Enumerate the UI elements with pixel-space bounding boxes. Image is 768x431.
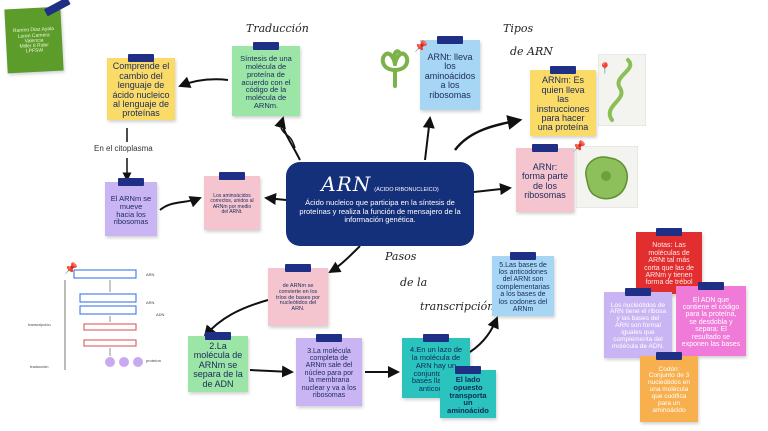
note-tape: [316, 334, 342, 342]
label-tipos: Tipos: [503, 22, 534, 35]
note-arnm-mueve-text: El ARNm se mueve hacia los ribosomas: [110, 193, 152, 227]
mrna-strand-icon: [598, 54, 646, 126]
pushpin-icon: 📌: [64, 263, 78, 275]
diagram-label-proteina: proteína: [146, 358, 161, 363]
note-arnr-text: ARNr: forma parte de los ribosomas: [521, 161, 569, 200]
note-arnm-text: ARNm: Es quien lleva las instrucciones p…: [536, 75, 590, 133]
arrow-arnm-to-aminoacidos: [159, 196, 202, 211]
diagram-label-adn: ADN: [156, 312, 165, 317]
note-sintesis-text: Síntesis de una molécula de proteína de …: [240, 53, 292, 111]
note-notas: Notas: Las moléculas de ARNt tal más cor…: [636, 228, 702, 294]
note-tape: [423, 334, 449, 342]
label-pasos: Pasos: [385, 250, 417, 263]
diagram-label-traduccion: traducción: [30, 364, 49, 369]
note-tape: [285, 264, 311, 272]
note-tape: [656, 228, 682, 236]
pushpin-icon: 📍: [598, 63, 612, 75]
diagram-label-transcripcion: transcripción: [28, 322, 51, 327]
label-traduccion: Traducción: [246, 22, 309, 35]
note-tape: [219, 172, 245, 180]
note-paso3-text: 3.La molécula completa de ARNm sale del …: [301, 347, 357, 399]
note-aminoacidos: Los aminoácidos correctos, unidos al ARN…: [204, 172, 260, 230]
note-arnm-mueve: El ARNm se mueve hacia los ribosomas: [105, 178, 157, 236]
trna-cloverleaf-icon: [380, 49, 410, 88]
note-adn-contiene-text: El ADN que contiene el código para la pr…: [681, 296, 741, 348]
arrow-center-to-adn: [328, 245, 361, 274]
dna-transcription-diagram: [73, 269, 143, 367]
center-title: ARN: [321, 172, 372, 196]
note-adn-convierte-text: de ARNm se convierte en los tríos de bas…: [275, 283, 321, 313]
arrow-paso2-to-paso3: [249, 365, 294, 378]
rrna-ribosome-icon: [576, 146, 638, 208]
note-tape: [118, 178, 144, 186]
note-arnt: ARNt: lleva los aminoácidos a los riboso…: [420, 36, 480, 110]
label-citoplasma: En el citoplasma: [94, 144, 153, 153]
note-aminoacidos-text: Los aminoácidos correctos, unidos al ARN…: [210, 193, 254, 215]
center-description: Ácido nucleico que participa en la sínte…: [299, 198, 461, 225]
note-lado-text: El lado opuesto transporta un aminoácido: [447, 374, 489, 416]
note-tape: [532, 144, 558, 152]
note-nucleotidos: Los nucleótidos de ARN tiene el ribosa y…: [604, 288, 672, 358]
diagram-label-arn-top: ARN: [146, 272, 155, 277]
label-transcripcion: transcripción: [420, 300, 495, 313]
note-adn-contiene: El ADN que contiene el código para la pr…: [676, 282, 746, 356]
diagram-label-arn-mid: ARN: [146, 300, 155, 305]
note-codon-text: Codón: Conjunto de 3 nucleótidos en una …: [648, 365, 690, 414]
note-tape: [698, 282, 724, 290]
arrow-paso4-to-paso5: [469, 316, 499, 353]
note-paso3: 3.La molécula completa de ARNm sale del …: [296, 334, 362, 406]
note-adn-convierte: de ARNm se convierte en los tríos de bas…: [268, 264, 328, 326]
arrow-adn-to-paso2: [203, 299, 269, 338]
note-tape: [625, 288, 651, 296]
corner-authors-note: Ramiro Diaz Ayala Loren Camera Valencia …: [4, 0, 71, 74]
note-paso2: 2.La molécula de ARNm se separa de la de…: [188, 332, 248, 392]
pushpin-icon: 📌: [414, 41, 428, 53]
label-de-la: de la: [400, 276, 428, 289]
note-tape: [550, 66, 576, 74]
note-paso5-text: 5.Las bases de los anticodones del ARNt …: [496, 261, 550, 313]
note-sintesis: Síntesis de una molécula de proteína de …: [232, 42, 300, 116]
note-paso2-text: 2.La molécula de ARNm se separa de la de…: [193, 340, 243, 389]
note-paso4-text: 4.En un lazo de la molécula de ARN hay u…: [409, 344, 463, 394]
note-tape: [128, 54, 154, 62]
pushpin-icon: 📌: [572, 141, 586, 153]
arrow-sintesis-to-comprende: [178, 76, 229, 88]
arrow-center-to-aminoacidos: [264, 193, 287, 205]
arrow-center-to-arnt: [422, 116, 435, 161]
arrow-center-to-arnr: [473, 183, 512, 196]
note-nucleotidos-text: Los nucleótidos de ARN tiene el ribosa y…: [610, 301, 666, 350]
center-node-arn: ARN(ÁCIDO RIBONUCLEICO) Ácido nucleico q…: [286, 162, 474, 246]
note-arnt-text: ARNt: lleva los aminoácidos a los riboso…: [424, 51, 476, 100]
note-paso5: 5.Las bases de los anticodones del ARNt …: [492, 252, 554, 316]
arrow-squiggle-traduccion: [280, 127, 296, 149]
arrow-center-to-arnm: [454, 115, 523, 151]
note-arnr: ARNr: forma parte de los ribosomas: [516, 144, 574, 212]
note-lado: El lado opuesto transporta un aminoácido: [440, 366, 496, 418]
note-notas-text: Notas: Las moléculas de ARNt tal más cor…: [644, 242, 694, 287]
note-tape: [437, 36, 463, 44]
note-tape: [656, 352, 682, 360]
note-arnm: ARNm: Es quien lleva las instrucciones p…: [530, 66, 596, 136]
corner-authors-text: Ramiro Diaz Ayala Loren Camera Valencia …: [12, 26, 55, 55]
note-tape: [253, 42, 279, 50]
note-tape: [455, 366, 481, 374]
note-tape: [205, 332, 231, 340]
note-comprende-text: Comprende el cambio del lenguaje de ácid…: [112, 61, 170, 119]
note-comprende: Comprende el cambio del lenguaje de ácid…: [107, 54, 175, 120]
note-codon: Codón: Conjunto de 3 nucleótidos en una …: [640, 352, 698, 422]
note-tape: [510, 252, 536, 260]
center-subtitle: (ÁCIDO RIBONUCLEICO): [374, 187, 439, 193]
label-de-arn: de ARN: [510, 45, 553, 58]
